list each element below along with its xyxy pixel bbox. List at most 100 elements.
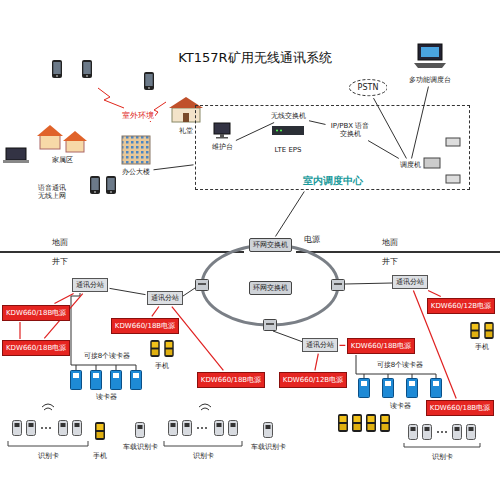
- power-box: KDW660/18B电源: [2, 305, 70, 321]
- node-text: 通讯分站: [396, 278, 424, 286]
- terminal-icons: [106, 176, 116, 194]
- ring-switch: 环网交换机: [249, 281, 292, 295]
- node-text: 通讯分站: [306, 341, 334, 349]
- mine-phone-icon: [95, 422, 105, 440]
- power-cable: [54, 294, 73, 304]
- device-label: 手机: [154, 362, 170, 370]
- diagram-title: KT157R矿用无线通讯系统: [178, 49, 331, 67]
- terminal-icons: [52, 60, 154, 194]
- device-label: 无线交换机: [269, 111, 308, 121]
- id-card-icon: [453, 425, 462, 440]
- node-text: KDW660/18B电源: [201, 376, 261, 384]
- connector-line: [110, 288, 146, 294]
- id-card-icon: [13, 421, 22, 436]
- ellipsis-dots: [49, 427, 51, 429]
- maintenance-monitor: [220, 134, 224, 137]
- power-box: KDW660/18B电源: [111, 318, 179, 334]
- building-label: 家属区: [50, 155, 75, 165]
- wireless-link: [98, 88, 124, 108]
- device-label: 手机: [474, 343, 490, 351]
- id-card-icon: [183, 421, 192, 436]
- ring-network: [196, 245, 345, 331]
- card-reader-icon: [91, 371, 102, 390]
- card-reader-icon: [407, 379, 418, 398]
- terminal-icons: [52, 60, 62, 78]
- network-wire: [356, 355, 436, 378]
- area-label: 室外环境: [121, 111, 155, 120]
- ring-network: [332, 280, 345, 291]
- node-text: 家属区: [52, 156, 73, 164]
- node-text: IP/PBX 语音交换机: [329, 122, 371, 138]
- house-icon: [40, 135, 60, 149]
- house-icon: [66, 140, 84, 152]
- device-label: 识别卡: [192, 452, 215, 460]
- device-label: IP/PBX 语音交换机: [327, 121, 373, 139]
- device-label: 识别卡: [37, 452, 60, 460]
- maintenance-monitor: [214, 123, 230, 134]
- node-text: PSTN: [358, 83, 379, 92]
- power-box: KDW660/12B电源: [427, 298, 495, 314]
- group-bracket: [404, 443, 480, 447]
- ellipsis-dots: [437, 431, 439, 433]
- connector-line: [412, 87, 429, 159]
- ellipsis-dots: [441, 431, 443, 433]
- mine-phone-icon: [484, 322, 493, 339]
- house-icon: [37, 125, 87, 152]
- connector-line: [374, 98, 407, 158]
- node-text: 无线交换机: [271, 112, 306, 120]
- connector-line: [368, 141, 399, 159]
- level-label: 地面: [51, 238, 69, 247]
- node-text: 调度机: [400, 161, 421, 169]
- level-label: 地面: [381, 238, 399, 247]
- connector-line: [236, 123, 274, 141]
- id-card-icon: [409, 425, 418, 440]
- id-card-icon: [215, 421, 224, 436]
- id-card-icon: [467, 425, 476, 440]
- dispatcher-device: [446, 175, 460, 183]
- group-bracket: [8, 441, 480, 447]
- auditorium-icon: [169, 97, 203, 108]
- power-wire: [19, 322, 20, 339]
- ellipsis-dots: [41, 427, 447, 433]
- laptop-icon: [3, 148, 29, 163]
- substation-box: 通讯分站: [147, 291, 183, 305]
- ellipsis-dots: [45, 427, 47, 429]
- device-label: 维护台: [210, 142, 235, 152]
- mine-phone-icon: [338, 414, 348, 432]
- ground-line: [0, 251, 244, 253]
- power-cable: [315, 354, 318, 371]
- maintenance-monitor: [216, 137, 228, 139]
- ellipsis-dots: [41, 427, 43, 429]
- power-box: KDW660/18B电源: [2, 340, 70, 356]
- wireless-signal: [42, 404, 54, 410]
- ellipsis-dots: [205, 427, 207, 429]
- mine-phone-icon: [150, 340, 159, 357]
- node-text: KDW660/18B电源: [115, 322, 175, 330]
- wireless-switch-device: [276, 130, 278, 132]
- auditorium-icon: [169, 97, 203, 122]
- device-label: 多功能调度台: [407, 75, 453, 85]
- device-label: 读卡器: [95, 393, 118, 401]
- node-text: KDW660/18B电源: [351, 342, 411, 350]
- terminal-icons: [90, 176, 100, 194]
- card-reader-icon: [383, 379, 394, 398]
- ring-network: [264, 320, 277, 331]
- ring-switch: 环网交换机: [249, 238, 292, 252]
- network-wire: [71, 283, 436, 378]
- substation-box: 通讯分站: [72, 278, 108, 292]
- node-text: 室内调度中心: [196, 176, 469, 187]
- ring-network: [196, 280, 209, 291]
- power-label: 电源: [303, 235, 321, 244]
- office-building-icon: [122, 136, 150, 164]
- auditorium-icon: [183, 113, 189, 122]
- office-building-icon: [122, 136, 150, 164]
- id-card-icon: [264, 423, 273, 438]
- card-reader-icon: [431, 379, 442, 398]
- capacity-note: 可接8个读卡器: [376, 361, 424, 369]
- device-label: 车载识别卡: [122, 443, 159, 451]
- wireless-signal: [199, 404, 211, 410]
- node-text: 环网交换机: [253, 284, 288, 292]
- node-text: 通讯分站: [76, 281, 104, 289]
- level-label: 井下: [381, 257, 399, 266]
- id-card-icon: [423, 425, 432, 440]
